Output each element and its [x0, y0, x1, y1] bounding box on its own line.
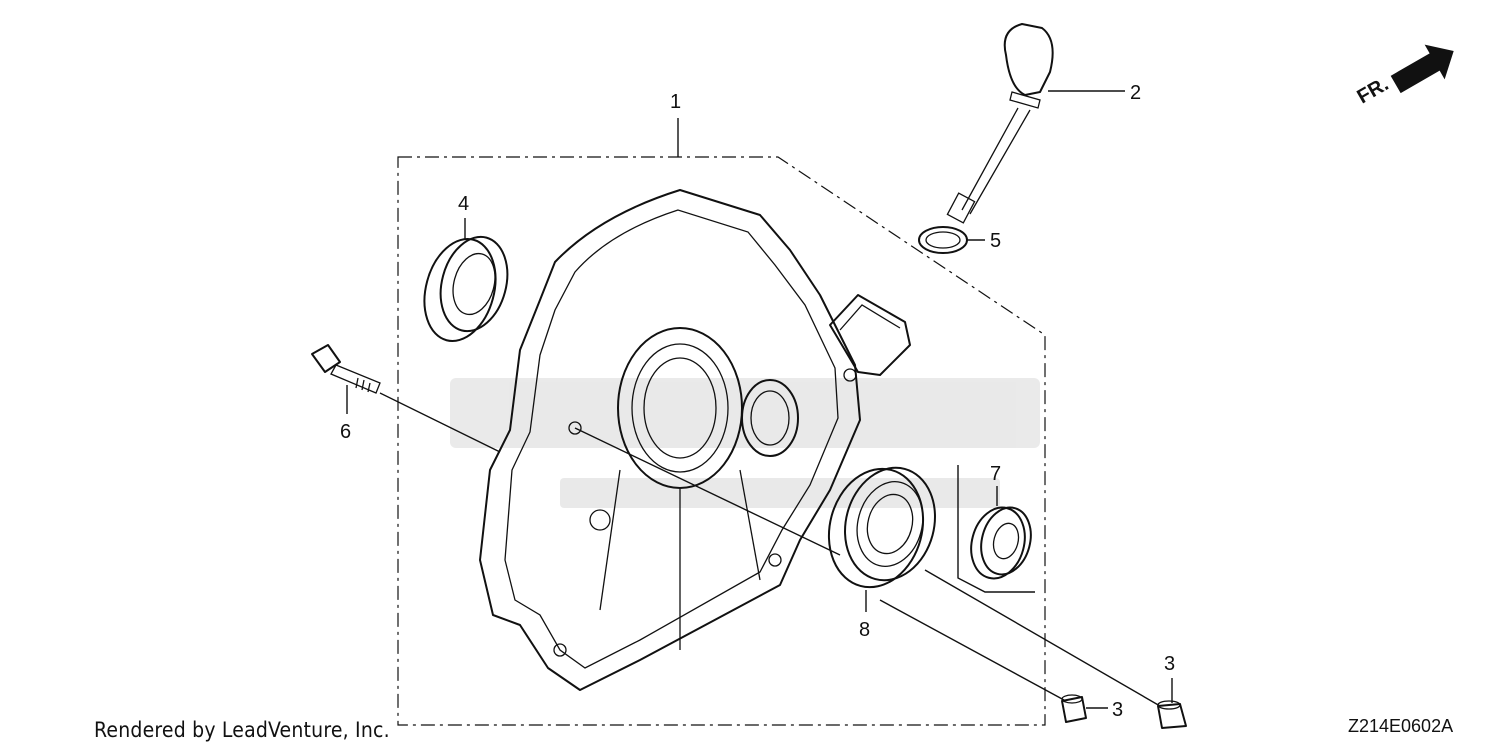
callout-1: 1 — [670, 91, 681, 113]
callout-8: 8 — [859, 619, 870, 641]
assembly-boundary — [397, 156, 1046, 726]
callout-4: 4 — [458, 193, 469, 215]
case-cover — [479, 189, 911, 691]
callout-6: 6 — [340, 421, 351, 443]
callout-5: 5 — [990, 230, 1001, 252]
diagram-code: Z214E0602A — [1348, 716, 1454, 736]
front-direction-arrow-icon — [1390, 44, 1454, 94]
render-credit: Rendered by LeadVenture, Inc. — [94, 718, 390, 742]
dowel-pin-b — [1157, 700, 1187, 729]
bearing-axis — [574, 427, 841, 556]
oil-dipstick — [946, 23, 1054, 224]
pin-axis-b — [924, 569, 1161, 707]
direction-label: FR. — [1354, 73, 1393, 108]
watermark — [450, 378, 1040, 508]
callout-3a: 3 — [1112, 699, 1123, 721]
bracket-7 — [957, 465, 1035, 593]
dowel-pin-a — [1061, 694, 1087, 723]
bolt-axis — [379, 392, 501, 453]
callout-3b: 3 — [1164, 653, 1175, 675]
callout-2: 2 — [1130, 82, 1141, 104]
flange-bolt — [311, 344, 381, 394]
oil-seal — [423, 235, 509, 342]
ball-bearing-8 — [827, 466, 936, 589]
pin-axis-a — [879, 599, 1065, 701]
callout-7: 7 — [990, 463, 1001, 485]
ball-bearing-7 — [970, 506, 1032, 580]
